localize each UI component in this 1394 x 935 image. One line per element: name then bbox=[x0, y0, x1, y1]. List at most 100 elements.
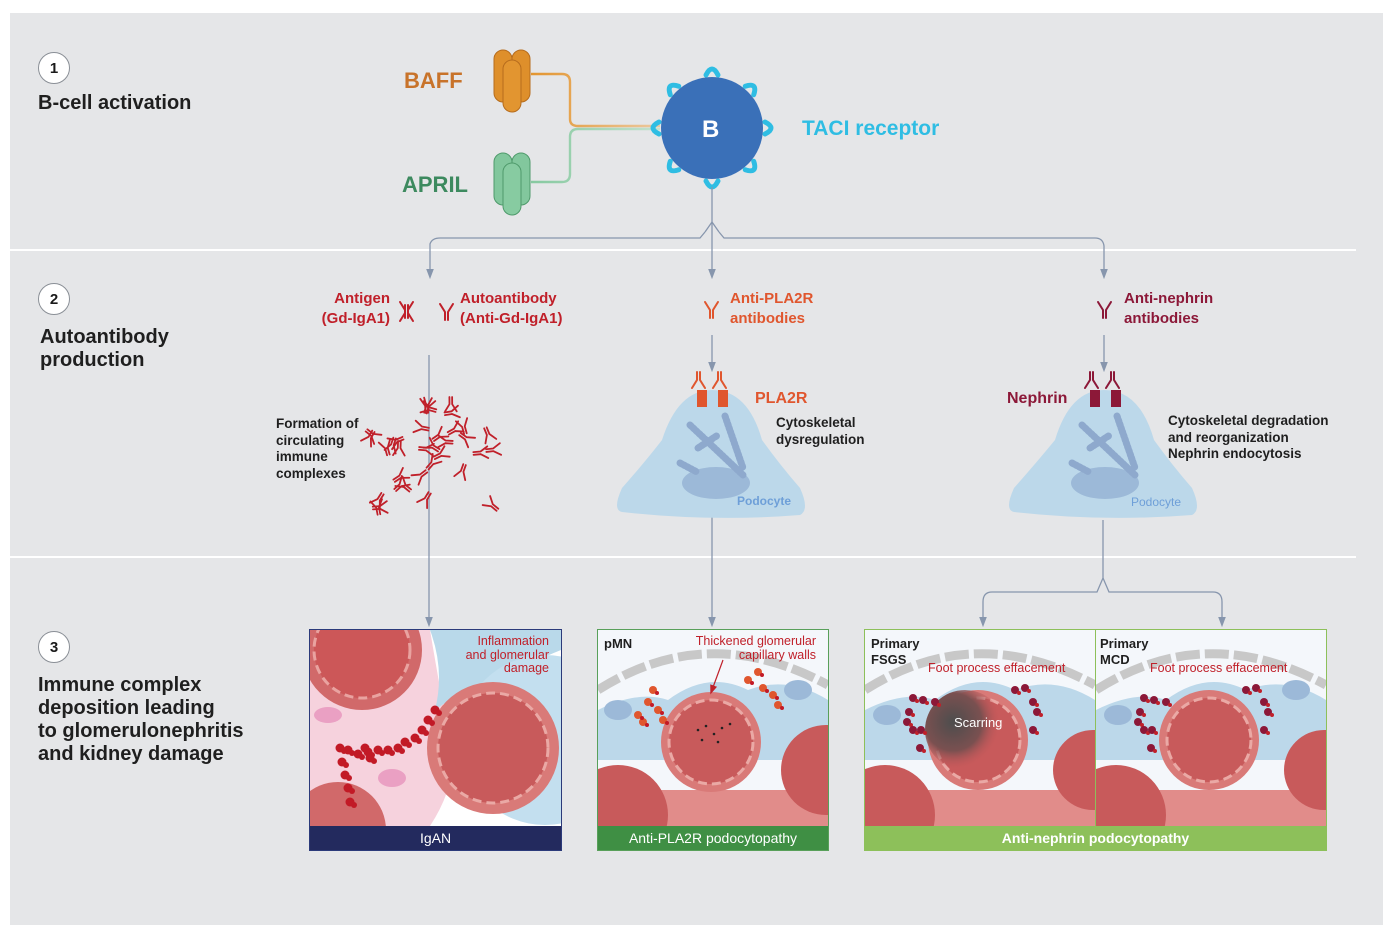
corner-line: FSGS bbox=[871, 652, 907, 667]
nephrin-deposit bbox=[1266, 731, 1270, 735]
antibody-icon bbox=[419, 400, 438, 414]
b-cell-label: B bbox=[702, 116, 720, 143]
pmn-illustration bbox=[598, 649, 828, 850]
nephrin-deposit bbox=[1029, 726, 1037, 734]
baff-label: BAFF bbox=[404, 68, 463, 93]
pla2r-deposit bbox=[759, 684, 767, 692]
april-trimer-icon bbox=[493, 152, 531, 216]
note-line: Nephrin endocytosis bbox=[1168, 446, 1302, 461]
pla2r-deposit bbox=[765, 689, 769, 693]
subepithelial-deposit bbox=[700, 738, 704, 742]
step-3-title-line: and kidney damage bbox=[38, 743, 224, 765]
step-1-badge: 1 bbox=[38, 52, 70, 84]
taci-receptor-icon bbox=[703, 178, 721, 190]
antibody-icon bbox=[371, 500, 389, 514]
anti-nephrin-label-line: antibodies bbox=[1124, 310, 1200, 327]
immune-deposit bbox=[406, 742, 412, 748]
pla2r-deposit bbox=[760, 673, 764, 677]
note-line: Cytoskeletal degradation bbox=[1168, 413, 1329, 428]
pla2r-effect-note: Cytoskeletal dysregulation bbox=[776, 415, 865, 448]
nephrin-deposit bbox=[925, 701, 929, 705]
autoantibody-label-line: Autoantibody bbox=[460, 290, 557, 307]
step-1-title: B-cell activation bbox=[38, 92, 192, 114]
antibody-icon bbox=[444, 396, 458, 413]
nephrin-deposit bbox=[1150, 696, 1158, 704]
scarring-label: Scarring bbox=[954, 715, 1003, 730]
nephrin-deposit bbox=[1266, 703, 1270, 707]
immune-deposit bbox=[359, 754, 365, 760]
taci-receptor-icon bbox=[666, 82, 682, 98]
taci-receptor-icon bbox=[762, 119, 774, 137]
antibody-icon bbox=[712, 371, 727, 389]
nephrin-deposit bbox=[903, 718, 911, 726]
step-2-title-line: Autoantibody bbox=[40, 326, 169, 348]
antibody-icons bbox=[399, 301, 1120, 389]
baff-connector bbox=[531, 72, 660, 128]
antibody-icon bbox=[392, 467, 411, 483]
nephrin-deposit bbox=[1242, 686, 1250, 694]
antibody-icon bbox=[383, 436, 397, 455]
antibody-icon bbox=[481, 495, 500, 512]
note-line: complexes bbox=[276, 465, 346, 481]
pla2r-deposit bbox=[660, 711, 664, 715]
antibody-icon bbox=[416, 491, 432, 510]
nephrin-deposit bbox=[1156, 701, 1160, 705]
immune-deposit bbox=[416, 738, 422, 744]
immune-deposit bbox=[343, 762, 349, 768]
antibody-icon bbox=[483, 426, 498, 445]
immune-deposit bbox=[366, 748, 372, 754]
nephrin-deposit bbox=[1252, 684, 1260, 692]
pla2r-deposit bbox=[650, 703, 654, 707]
pla2r-deposit bbox=[659, 716, 667, 724]
antibody-icon bbox=[422, 436, 441, 453]
nephrin-footer: Anti-nephrin podocytopathy bbox=[865, 826, 1326, 850]
section-divider-1 bbox=[10, 249, 1356, 251]
antibody-icon bbox=[454, 417, 469, 435]
immune-deposit bbox=[379, 750, 385, 756]
antibody-icon bbox=[364, 428, 383, 445]
nephrin-deposit bbox=[1033, 708, 1041, 716]
podocyte-nephrin-icon bbox=[1009, 390, 1197, 518]
step-3-badge: 3 bbox=[38, 631, 70, 663]
immune-deposit bbox=[371, 758, 377, 764]
nephrin-deposit bbox=[1260, 726, 1268, 734]
pla2r-deposit bbox=[750, 681, 754, 685]
nephrin-deposit bbox=[1270, 713, 1274, 717]
autoantibody-label: Autoantibody (Anti-Gd-IgA1) bbox=[460, 289, 562, 329]
immune-deposit bbox=[429, 720, 435, 726]
antibody-icon bbox=[410, 469, 429, 486]
note-line: Cytoskeletal bbox=[776, 415, 856, 430]
taci-receptor-icon bbox=[666, 158, 682, 174]
antibody-icon bbox=[412, 419, 430, 434]
subepithelial-deposit bbox=[716, 740, 720, 744]
igan-footer: IgAN bbox=[310, 826, 561, 850]
nephrin-deposit bbox=[1148, 726, 1156, 734]
nephrin-panel: Primary FSGS Foot process effacement Sca… bbox=[864, 629, 1327, 851]
igan-panel: Inflammation and glomerular damage IgAN bbox=[309, 629, 562, 851]
pla2r-deposit bbox=[645, 723, 649, 727]
nephrin-deposit bbox=[916, 744, 924, 752]
antibody-icon bbox=[392, 439, 406, 457]
nephrin-deposit bbox=[1035, 703, 1039, 707]
annotation-line: Thickened glomerular bbox=[695, 634, 816, 648]
nephrin-deposit bbox=[1162, 698, 1170, 706]
step-2-badge: 2 bbox=[38, 283, 70, 315]
step-3-title-line: to glomerulonephritis bbox=[38, 720, 244, 742]
mcd-illustration bbox=[1096, 649, 1326, 826]
nephrin-deposit bbox=[1017, 691, 1021, 695]
corner-line: Primary bbox=[1100, 636, 1149, 651]
nephrin-deposit bbox=[909, 694, 917, 702]
annotation-line: damage bbox=[503, 661, 549, 675]
april-label: APRIL bbox=[402, 172, 468, 197]
taci-receptor-icon bbox=[650, 119, 662, 137]
pla2r-deposit bbox=[775, 696, 779, 700]
nephrin-deposit bbox=[1264, 708, 1272, 716]
pmn-panel: pMN Thickened glomerular capillary walls… bbox=[597, 629, 829, 851]
nephrin-deposit bbox=[1168, 703, 1172, 707]
note-line: dysregulation bbox=[776, 431, 865, 447]
nephrin-deposit bbox=[1027, 689, 1031, 693]
pmn-footer: Anti-PLA2R podocytopathy bbox=[598, 826, 828, 850]
nephrin-effect-note: Cytoskeletal degradation and reorganizat… bbox=[1168, 413, 1329, 463]
step-2-title: Autoantibody production bbox=[40, 326, 169, 372]
anti-pla2r-label-line: antibodies bbox=[730, 310, 806, 327]
